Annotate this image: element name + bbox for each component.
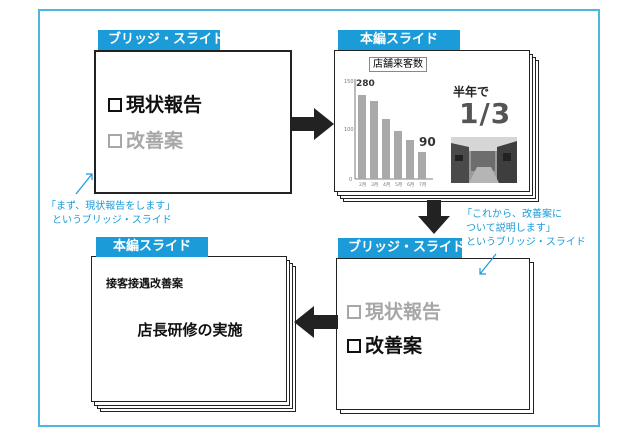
tag-main-slide-1: 本編スライド bbox=[338, 30, 460, 50]
tag-bridge-slide-2: ブリッジ・スライド bbox=[338, 238, 465, 258]
bar bbox=[406, 140, 414, 179]
data-label-last: 90 bbox=[419, 135, 436, 149]
x-tick-label: 5月 bbox=[395, 182, 402, 188]
arrow-left-icon bbox=[294, 306, 338, 338]
street-photo bbox=[451, 137, 517, 183]
item-current-report: 現状報告 bbox=[347, 297, 441, 324]
item-improvement: 改善案 bbox=[108, 126, 183, 153]
checkbox-icon bbox=[108, 134, 122, 148]
outer-frame bbox=[38, 9, 600, 427]
bar bbox=[394, 131, 402, 179]
note-left: 「まず、現状報告をします」 というブリッジ・スライド bbox=[46, 201, 176, 226]
chart-title: 店舗来客数 bbox=[369, 57, 427, 72]
bridge-slide-2: 現状報告 改善案 bbox=[336, 258, 530, 410]
main-slide-text: 接客接遇改善案 店長研修の実施 bbox=[91, 256, 287, 402]
bar bbox=[382, 119, 390, 179]
item-current-report: 現状報告 bbox=[108, 90, 202, 117]
bar-chart: 150 100 0 2月 3月 4月 5月 6月 7月 280 bbox=[344, 79, 433, 188]
x-tick-label: 2月 bbox=[359, 182, 366, 188]
checkbox-icon bbox=[347, 339, 361, 353]
tag-bridge-slide-1: ブリッジ・スライド bbox=[98, 30, 225, 50]
pointer-line-icon bbox=[75, 173, 93, 195]
y-tick-label: 0 bbox=[349, 177, 352, 183]
bar bbox=[418, 152, 426, 179]
x-tick-label: 7月 bbox=[419, 182, 426, 188]
caption-top: 半年で bbox=[453, 85, 490, 99]
arrow-down-icon bbox=[418, 200, 450, 234]
y-tick-label: 150 bbox=[344, 79, 354, 85]
item-improvement: 改善案 bbox=[347, 331, 422, 358]
checkbox-icon bbox=[347, 305, 361, 319]
x-tick-label: 3月 bbox=[371, 182, 378, 188]
tag-main-slide-2: 本編スライド bbox=[96, 237, 208, 257]
pointer-line-icon bbox=[479, 253, 497, 275]
checkbox-icon bbox=[108, 98, 122, 112]
note-right: 「これから、改善案に ついて説明します」 というブリッジ・スライド bbox=[462, 209, 586, 248]
x-tick-label: 4月 bbox=[383, 182, 390, 188]
bar bbox=[370, 101, 378, 179]
slide-subtitle: 接客接遇改善案 bbox=[106, 277, 183, 290]
bridge-slide-1: 現状報告 改善案 bbox=[94, 50, 292, 194]
caption-value: 1/3 bbox=[459, 97, 512, 130]
data-label-first: 280 bbox=[356, 79, 375, 89]
y-tick-label: 100 bbox=[344, 127, 354, 133]
x-tick-label: 6月 bbox=[407, 182, 414, 188]
arrow-right-icon bbox=[290, 108, 334, 140]
bar bbox=[358, 95, 366, 179]
slide-main-text: 店長研修の実施 bbox=[137, 321, 243, 339]
